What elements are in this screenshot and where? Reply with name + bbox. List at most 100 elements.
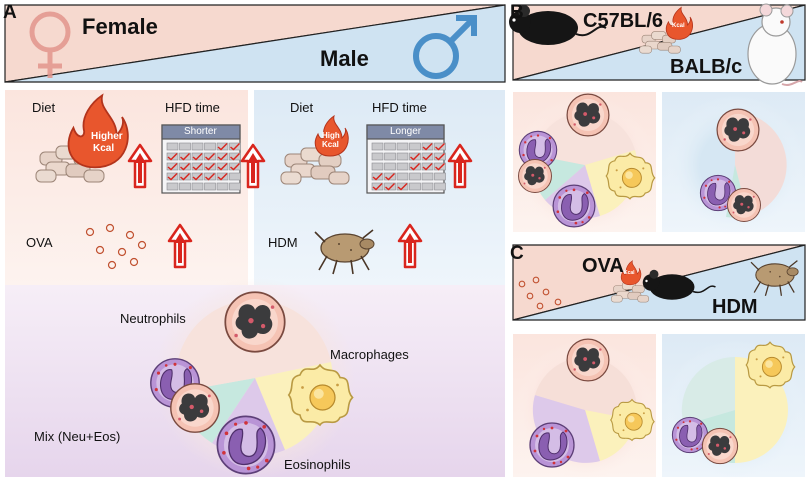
calendar-cell [166, 172, 179, 181]
calendar-cell [204, 182, 216, 191]
ova-label: OVA [26, 235, 53, 250]
calendar-check-icon [167, 173, 178, 181]
neutrophil-icon [518, 159, 552, 193]
neutrophil-icon [170, 383, 220, 433]
calendar-check-icon [435, 153, 445, 161]
calendar-check-icon [205, 163, 215, 171]
calendar-cell [434, 172, 446, 181]
calendar-check-icon [192, 163, 203, 171]
neutrophil-icon [727, 188, 761, 222]
calendar-right-header: Longer [390, 126, 422, 137]
calendar-cell [434, 182, 446, 191]
panel-a-label: A [3, 2, 17, 23]
calendar-cell [166, 152, 179, 161]
diet-label-left: Diet [32, 100, 56, 115]
male-label: Male [320, 46, 369, 71]
calendar-cell [384, 162, 396, 171]
calendar-check-icon [397, 183, 408, 191]
c-ova-particles-icon [518, 276, 562, 310]
calendar-check-icon [230, 143, 240, 151]
c-ova-label: OVA [582, 255, 624, 277]
calendar-cell [409, 172, 421, 181]
neutrophils-label: Neutrophils [120, 311, 186, 326]
calendar-cell [179, 142, 191, 151]
calendar-cell [384, 182, 396, 191]
calendar-cell [204, 162, 216, 171]
calendar-cell [421, 182, 434, 191]
kcal-left-line2: Kcal [93, 143, 115, 154]
calendar-check-icon [230, 153, 240, 161]
calendar-cell [409, 142, 421, 151]
calendar-check-icon [167, 163, 178, 171]
calendar-cell [421, 162, 434, 171]
calendar-cell [179, 152, 191, 161]
kcal-right-line1: High [322, 131, 340, 140]
calendar-cell [179, 162, 191, 171]
calendar-check-icon [217, 143, 228, 151]
calendar-grid [371, 142, 446, 191]
balbc-label: BALB/c [670, 56, 743, 78]
calendar-check-icon [422, 163, 433, 171]
calendar-check-icon [192, 173, 203, 181]
b-kcal-label: Kcal [672, 23, 685, 29]
calendar-cell [409, 162, 421, 171]
calendar-cell [229, 142, 241, 151]
hfd-time-label-right: HFD time [372, 100, 427, 115]
calendar-cell [191, 162, 204, 171]
calendar-cell [409, 152, 421, 161]
panel-b-label: B [510, 2, 524, 23]
calendar-check-icon [230, 163, 240, 171]
eosinophil-icon [552, 184, 596, 228]
calendar-check-icon [385, 173, 395, 181]
kcal-right-line2: Kcal [322, 140, 339, 149]
calendar-cell [179, 182, 191, 191]
calendar-cell [204, 152, 216, 161]
neutrophil-icon [566, 338, 610, 382]
kcal-left-line1: Higher [91, 131, 123, 142]
calendar-grid [166, 142, 241, 191]
eosinophils-label: Eosinophils [284, 457, 351, 472]
calendar-check-icon [422, 143, 433, 151]
female-label: Female [82, 14, 158, 39]
calendar-cell [216, 172, 229, 181]
calendar-cell [229, 182, 241, 191]
calendar-cell [396, 142, 409, 151]
calendar-cell [434, 142, 446, 151]
calendar-cell [216, 182, 229, 191]
calendar-cell [216, 152, 229, 161]
calendar-check-icon [435, 163, 445, 171]
calendar-cell [421, 172, 434, 181]
calendar-check-icon [410, 153, 420, 161]
calendar-check-icon [205, 173, 215, 181]
ova-particles-icon [85, 223, 147, 270]
male-triangle [4, 4, 506, 83]
calendar-cell [371, 172, 384, 181]
neutrophil-icon [701, 427, 739, 465]
calendar-cell [229, 152, 241, 161]
calendar-check-icon [217, 163, 228, 171]
calendar-cell [371, 162, 384, 171]
panel-c-label: C [510, 243, 524, 264]
calendar-cell [421, 142, 434, 151]
calendar-check-icon [180, 163, 190, 171]
c57bl6-label: C57BL/6 [583, 10, 664, 32]
calendar-cell [179, 172, 191, 181]
female-symbol-icon [29, 11, 71, 78]
calendar-cell [396, 152, 409, 161]
calendar-cell [384, 142, 396, 151]
calendar-check-icon [205, 153, 215, 161]
calendar-cell [216, 162, 229, 171]
calendar-cell [371, 182, 384, 191]
calendar-check-icon [410, 163, 420, 171]
calendar-cell [229, 162, 241, 171]
neutrophil-icon [224, 291, 286, 353]
calendar-cell [216, 142, 229, 151]
calendar-cell [204, 172, 216, 181]
calendar-cell [204, 142, 216, 151]
calendar-cell [384, 172, 396, 181]
calendar-cell [434, 152, 446, 161]
neutrophil-icon [716, 108, 760, 152]
calendar-cell [434, 162, 446, 171]
hdm-label: HDM [268, 235, 298, 250]
calendar-check-icon [180, 153, 190, 161]
